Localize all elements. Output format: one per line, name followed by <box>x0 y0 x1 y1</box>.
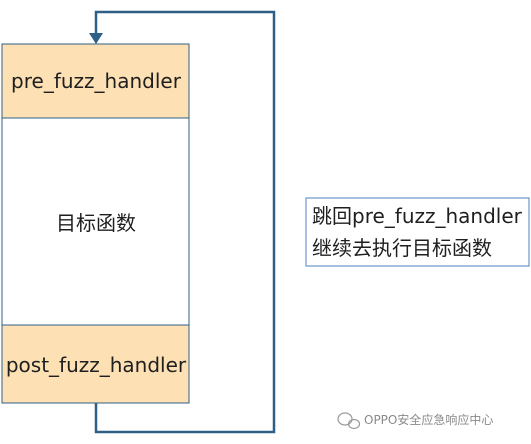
loop-back-arrow-line <box>94 10 276 434</box>
post-fuzz-handler-label: post_fuzz_handler <box>6 353 187 377</box>
loop-note-line-2: 继续去执行目标函数 <box>312 236 492 260</box>
wechat-icon <box>337 412 361 430</box>
post-fuzz-handler-block <box>1 324 190 404</box>
watermark-text: OPPO安全应急响应中心 <box>364 412 493 427</box>
target-function-label: 目标函数 <box>56 211 136 235</box>
loop-note-line-1: 跳回pre_fuzz_handler <box>312 204 523 228</box>
loop-note-box <box>305 197 530 267</box>
target-function-block <box>1 117 190 326</box>
pre-fuzz-handler-label: pre_fuzz_handler <box>11 69 182 93</box>
loop-back-arrowhead-icon <box>89 33 103 44</box>
